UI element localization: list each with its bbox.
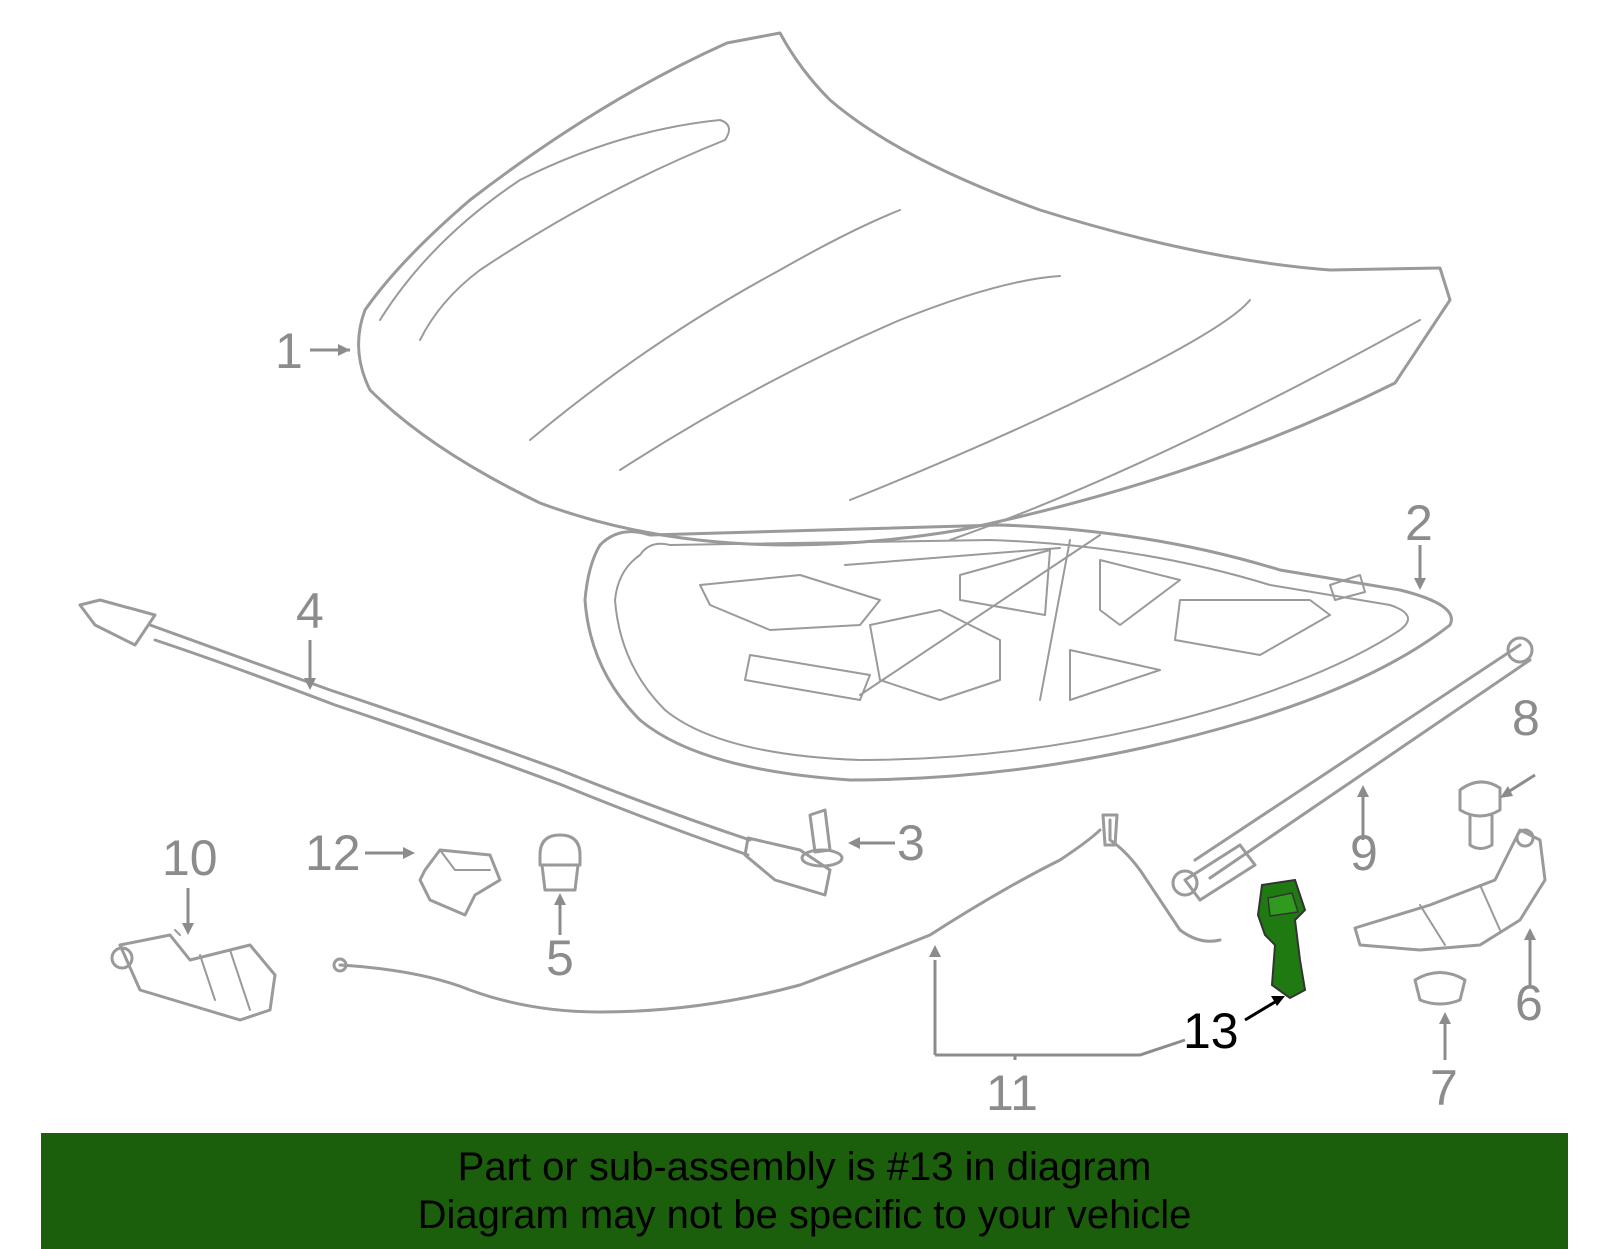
banner-line-disclaimer: Diagram may not be specific to your vehi… xyxy=(417,1193,1192,1237)
clip xyxy=(418,848,502,917)
bumper xyxy=(538,833,582,892)
release-cable xyxy=(332,813,1222,1014)
hood-hinge xyxy=(1353,828,1547,952)
callout-1: 1 xyxy=(275,323,303,379)
highlighted-part-13 xyxy=(1256,878,1307,1000)
callout-6: 6 xyxy=(1515,975,1543,1031)
callout-8: 8 xyxy=(1512,690,1540,746)
callout-13: 13 xyxy=(1183,1003,1239,1059)
push-pin xyxy=(800,808,844,868)
info-banner: Part or sub-assembly is #13 in diagram D… xyxy=(41,1133,1568,1249)
gas-strut xyxy=(1171,636,1534,902)
hood-inner-panel xyxy=(583,523,1453,782)
hood-panel xyxy=(357,31,1452,547)
hood-latch xyxy=(110,929,277,1022)
bolt xyxy=(1458,780,1502,850)
parts-diagram: 1 2 3 4 5 6 7 8 9 10 11 12 13 xyxy=(78,31,1547,1121)
leaders xyxy=(182,344,1536,1060)
callout-4: 4 xyxy=(296,583,324,639)
callout-10: 10 xyxy=(162,830,218,886)
release-rod xyxy=(78,598,832,897)
callout-11: 11 xyxy=(986,1065,1038,1121)
callout-2: 2 xyxy=(1405,495,1433,551)
nut xyxy=(1413,971,1467,1006)
callout-labels: 1 2 3 4 5 6 7 8 9 10 11 12 13 xyxy=(162,323,1543,1121)
banner-line-part-number: Part or sub-assembly is #13 in diagram xyxy=(457,1145,1152,1189)
callout-5: 5 xyxy=(546,930,574,986)
callout-9: 9 xyxy=(1350,825,1378,881)
callout-7: 7 xyxy=(1430,1060,1458,1116)
callout-12: 12 xyxy=(305,825,361,881)
callout-3: 3 xyxy=(897,815,925,871)
